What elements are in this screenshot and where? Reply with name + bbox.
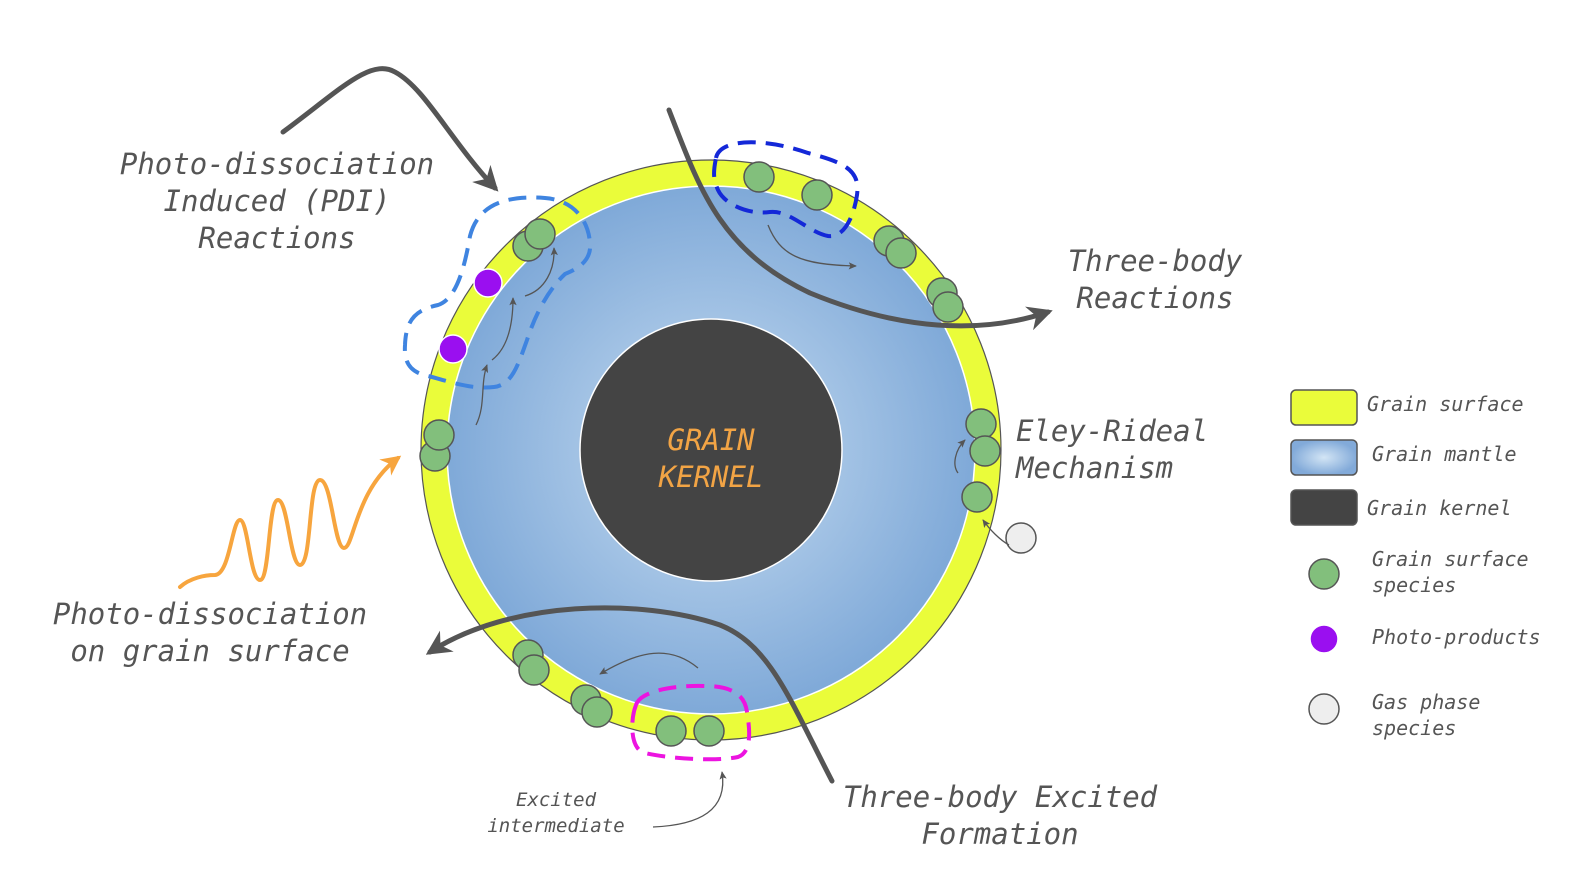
pdi-small-arrow [524,247,558,297]
surface-species [885,237,917,269]
gas-phase-species [1005,522,1037,554]
three-body-excited-label: Three-body Excited Formation [843,780,1158,851]
legend-label-gas-line1: Gas phase [1372,690,1480,714]
photon-wave [178,455,402,589]
surface-species [801,179,833,211]
excited-intermediate-label: Excited intermediate [487,789,624,837]
three-body-label-line1: Three-body [1068,244,1243,278]
surface-species [965,408,997,440]
pdi-small-arrow [475,364,489,426]
legend-swatch-species [1308,558,1340,590]
kernel-label-line2: KERNEL [658,460,764,494]
legend-swatch-mantle [1290,439,1358,476]
grain-kernel [579,318,843,582]
pdi-zone-outline [402,195,593,390]
pdi-label-line1: Photo-dissociation [120,147,434,181]
photo-surface-label-line1: Photo-dissociation [53,597,367,631]
three-body-label-line2: Reactions [1076,281,1233,315]
pdi-label-line2: Induced (PDI) [164,184,391,218]
excited-intermediate-line2: intermediate [487,815,624,837]
surface-species-group [419,161,1001,747]
surface-species [655,715,687,747]
surface-species [693,715,725,747]
surface-species [524,218,556,250]
three-body-small-arrow [767,224,857,270]
pdi-incoming-arrow [280,66,499,192]
photo-surface-label-line2: on grain surface [70,634,349,668]
legend-label-surface: Grain surface [1367,392,1524,416]
legend-label-gas-line2: species [1372,716,1456,740]
legend: Grain surface Grain mantle Grain kernel … [1290,389,1541,740]
excited-intermediate-pointer [652,771,727,828]
three-body-label: Three-body Reactions [1068,244,1243,315]
three-body-reaction-arrow [666,107,1053,331]
legend-label-mantle: Grain mantle [1372,442,1517,466]
surface-species [932,291,964,323]
three-body-excited-label-line1: Three-body Excited [843,780,1158,814]
kernel-label-line1: GRAIN [667,423,755,457]
pdi-label-line3: Reactions [198,221,355,255]
small-arrows [475,224,1010,828]
legend-label-kernel: Grain kernel [1367,496,1512,520]
surface-species [518,654,550,686]
eley-rideal-label: Eley-Rideal Mechanism [1015,414,1208,485]
legend-label-photo-product: Photo-products [1372,625,1541,649]
legend-label-species-line1: Grain surface [1372,547,1529,571]
excited-zone-outline [630,683,752,762]
eley-rideal-small-arrow [954,439,966,474]
legend-swatch-surface [1290,389,1358,426]
excited-intermediate-line1: Excited [516,789,597,811]
photo-surface-label: Photo-dissociation on grain surface [53,597,367,668]
surface-species [969,435,1001,467]
photo-product [473,268,503,298]
surface-species [581,696,613,728]
legend-swatch-kernel [1290,489,1358,526]
eley-rideal-label-line2: Mechanism [1015,451,1173,485]
big-arrows [280,66,1053,784]
surface-species [961,481,993,513]
pdi-small-arrow [491,297,517,361]
surface-species [743,161,775,193]
legend-label-species-line2: species [1372,573,1456,597]
legend-swatch-gas [1308,693,1340,725]
legend-swatch-photo-product [1309,624,1339,654]
three-body-excited-label-line2: Formation [921,817,1078,851]
eley-rideal-label-line1: Eley-Rideal [1016,414,1208,448]
eley-rideal-small-arrow [982,519,1010,546]
three-body-zone-outline [712,140,860,239]
pdi-label: Photo-dissociation Induced (PDI) Reactio… [120,147,434,255]
three-body-excited-arrow [425,605,835,784]
surface-species [423,419,455,451]
photo-product [438,334,468,364]
excited-small-arrow [599,652,699,675]
